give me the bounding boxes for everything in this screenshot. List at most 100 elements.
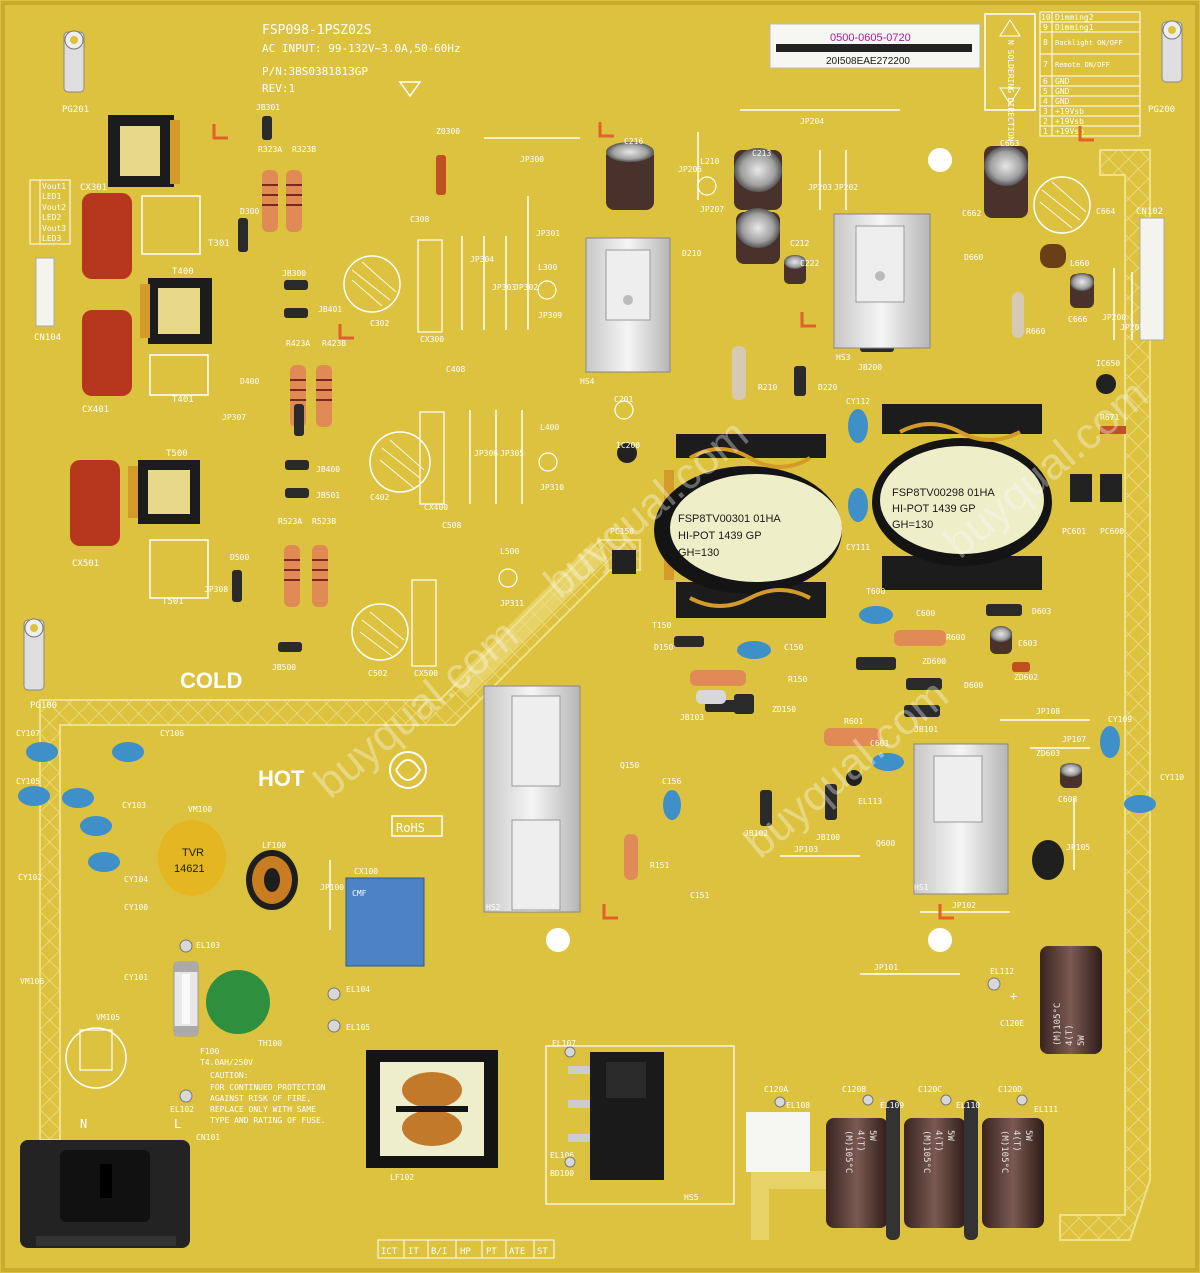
- mount-lug-pg200: PG200: [1148, 20, 1183, 115]
- mount-lug-pg201: PG201: [62, 30, 89, 115]
- mounting-holes: [546, 148, 952, 952]
- svg-text:C120B: C120B: [842, 1085, 866, 1094]
- jumper-lines: [329, 109, 1133, 975]
- svg-text:T500: T500: [166, 449, 188, 459]
- svg-text:JP201: JP201: [1120, 323, 1144, 332]
- svg-text:LED3: LED3: [42, 234, 61, 243]
- solder-direction-text: N SOLDERING DIRECTION: [1006, 40, 1015, 141]
- svg-text:Z0300: Z0300: [436, 127, 460, 136]
- svg-text:Vout2: Vout2: [42, 203, 66, 212]
- x-capacitors: [70, 193, 132, 546]
- svg-text:C666: C666: [1068, 315, 1087, 324]
- svg-text:5W: 5W: [1023, 1130, 1033, 1141]
- svg-text:ZD603: ZD603: [1036, 749, 1060, 758]
- svg-text:JB300: JB300: [282, 269, 306, 278]
- svg-text:CN104: CN104: [34, 333, 61, 343]
- svg-text:CY106: CY106: [160, 729, 184, 738]
- svg-text:4: 4: [1043, 97, 1048, 106]
- capacitor-cx100: CMF: [345, 877, 425, 967]
- svg-text:D400: D400: [240, 377, 259, 386]
- svg-text:Vout1: Vout1: [42, 182, 66, 191]
- revision: REV:1: [262, 82, 295, 95]
- svg-text:CAUTION:: CAUTION:: [210, 1071, 249, 1080]
- electrolytic-caps-top: [606, 142, 1094, 788]
- svg-text:TH100: TH100: [258, 1039, 282, 1048]
- ac-input: AC INPUT: 99-132V~3.0A,50-60Hz: [262, 42, 461, 55]
- solder-direction-marker: N SOLDERING DIRECTION: [984, 13, 1036, 141]
- svg-text:L300: L300: [538, 263, 557, 272]
- small-ics: [612, 374, 1126, 786]
- svg-text:4(T): 4(T): [855, 1130, 865, 1152]
- svg-text:5: 5: [1043, 87, 1048, 96]
- svg-text:GND: GND: [1055, 77, 1070, 86]
- svg-text:ATE: ATE: [509, 1247, 525, 1257]
- svg-text:C150: C150: [784, 643, 803, 652]
- svg-text:T600: T600: [866, 587, 885, 596]
- svg-text:10: 10: [1041, 13, 1051, 22]
- svg-text:JP207: JP207: [700, 205, 724, 214]
- svg-text:R423A: R423A: [286, 339, 310, 348]
- svg-text:ZD150: ZD150: [772, 705, 796, 714]
- svg-text:C212: C212: [790, 239, 809, 248]
- svg-text:+: +: [1010, 989, 1017, 1003]
- bridge-rectifier-bd100: [568, 1052, 664, 1180]
- resistor-r600: [894, 630, 946, 646]
- svg-text:CY107: CY107: [16, 729, 40, 738]
- svg-text:CY100: CY100: [124, 903, 148, 912]
- svg-text:JP311: JP311: [500, 599, 524, 608]
- svg-text:C120E: C120E: [1000, 1019, 1024, 1028]
- svg-text:JP204: JP204: [800, 117, 824, 126]
- svg-text:CMF: CMF: [352, 889, 367, 898]
- svg-text:R660: R660: [1026, 327, 1045, 336]
- svg-text:JP303: JP303: [492, 283, 516, 292]
- connector-cn104: [35, 257, 55, 327]
- svg-text:C600: C600: [916, 609, 935, 618]
- svg-text:LF102: LF102: [390, 1173, 414, 1182]
- svg-text:CN101: CN101: [196, 1133, 220, 1142]
- svg-text:JP308: JP308: [204, 585, 228, 594]
- heatsink-hs3: [833, 213, 931, 349]
- svg-text:B/I: B/I: [431, 1247, 447, 1257]
- resistors-r523: [284, 545, 328, 607]
- svg-text:JP300: JP300: [520, 155, 544, 164]
- svg-text:LF100: LF100: [262, 841, 286, 850]
- svg-text:HS5: HS5: [684, 1193, 699, 1202]
- svg-text:JP100: JP100: [320, 883, 344, 892]
- svg-text:EL104: EL104: [346, 985, 370, 994]
- capacitor-cx301: [82, 193, 132, 279]
- connector-cn104-table: Vout1 LED1 Vout2 LED2 Vout3 LED3: [29, 179, 71, 245]
- svg-text:JP101: JP101: [874, 963, 898, 972]
- svg-text:EL112: EL112: [990, 967, 1014, 976]
- svg-text:GND: GND: [1055, 97, 1070, 106]
- mount-lug-pg100: PG100: [23, 618, 57, 711]
- svg-text:C302: C302: [370, 319, 389, 328]
- svg-text:R671: R671: [1100, 413, 1119, 422]
- svg-text:JP302: JP302: [514, 283, 538, 292]
- svg-text:Remote ON/OFF: Remote ON/OFF: [1055, 61, 1110, 69]
- test-point-table: ICT IT B/I HP PT ATE ST: [377, 1239, 555, 1259]
- svg-text:CY105: CY105: [16, 777, 40, 786]
- svg-text:JP306: JP306: [474, 449, 498, 458]
- svg-text:IC650: IC650: [1096, 359, 1120, 368]
- svg-text:CX401: CX401: [82, 405, 109, 415]
- svg-text:CX300: CX300: [420, 335, 444, 344]
- fsp-logo: [389, 751, 427, 789]
- svg-text:L500: L500: [500, 547, 519, 556]
- svg-text:D660: D660: [964, 253, 983, 262]
- svg-text:C156: C156: [662, 777, 681, 786]
- svg-text:CY109: CY109: [1108, 715, 1132, 724]
- svg-text:7: 7: [1043, 60, 1048, 69]
- svg-text:D210: D210: [682, 249, 701, 258]
- t150-label-3: GH=130: [678, 547, 719, 559]
- svg-text:D300: D300: [240, 207, 259, 216]
- svg-text:JP305: JP305: [500, 449, 524, 458]
- heatsink-hs1: [913, 743, 1009, 895]
- svg-text:2: 2: [1043, 117, 1048, 126]
- isolation-band-right: [1059, 149, 1151, 1241]
- serial-sticker: 0500-0605-0720 20I508EAE272200: [769, 23, 981, 69]
- svg-text:D150: D150: [654, 643, 673, 652]
- rohs-label: RoHS: [396, 821, 425, 835]
- resistor-r660: [1012, 292, 1024, 338]
- svg-text:ICT: ICT: [381, 1247, 398, 1257]
- svg-text:IC200: IC200: [616, 441, 640, 450]
